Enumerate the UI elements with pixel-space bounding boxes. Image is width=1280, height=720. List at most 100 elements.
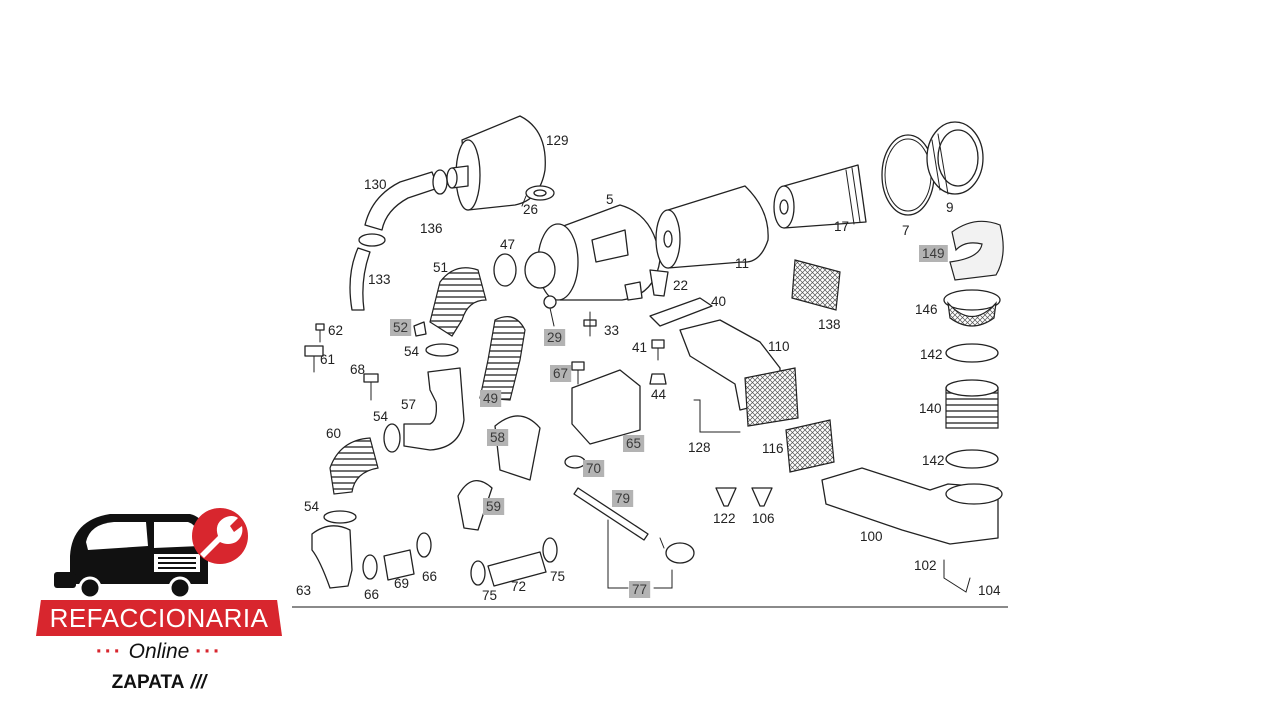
callout-label: 49 [483, 391, 498, 406]
callout-label: 62 [328, 323, 343, 338]
callout-67: 67 [550, 365, 572, 382]
callout-65: 65 [623, 435, 645, 452]
callout-label: 110 [768, 339, 790, 354]
callout-5: 5 [606, 192, 614, 207]
part-75-clamp-b [542, 537, 558, 563]
part-41-bolt [651, 339, 665, 361]
part-7-ring [881, 134, 935, 216]
callout-60: 60 [326, 426, 341, 441]
part-59-elbow [457, 480, 493, 531]
callout-highlight [483, 498, 505, 515]
part-68-bolt [363, 373, 379, 401]
callout-label: 68 [350, 362, 365, 377]
callout-11: 11 [735, 256, 749, 271]
callout-label: 63 [296, 583, 311, 598]
callout-label: 149 [922, 246, 945, 261]
callout-label: 58 [490, 430, 505, 445]
callout-22: 22 [673, 278, 688, 293]
callout-highlight [583, 460, 605, 477]
callout-label: 72 [511, 579, 526, 594]
callout-label: 54 [304, 499, 320, 514]
callout-label: 116 [762, 441, 784, 456]
part-128-bracket [693, 399, 741, 433]
brand-logo: REFACCIONARIA ··· Online ··· ZAPATA/// [36, 500, 286, 710]
callout-highlight [480, 390, 502, 407]
callout-149: 149 [919, 245, 948, 262]
part-54-clamp-c [323, 510, 357, 524]
callout-116: 116 [762, 441, 784, 456]
callout-138: 138 [818, 317, 841, 332]
callout-label: 100 [860, 529, 883, 544]
callout-label: 69 [394, 576, 409, 591]
callout-142a: 142 [920, 347, 943, 362]
part-79-rod [573, 487, 649, 541]
part-67-bolt [571, 361, 585, 385]
part-17-safety-element [773, 164, 867, 229]
callout-label: 52 [393, 320, 408, 335]
part-58-duct [494, 415, 541, 481]
callout-label: 138 [818, 317, 841, 332]
callout-label: 61 [320, 352, 335, 367]
part-65-bracket [571, 369, 641, 445]
part-133-hose [349, 247, 371, 311]
callout-label: 29 [547, 330, 562, 345]
callout-label: 54 [373, 409, 389, 424]
callout-label: 65 [626, 436, 641, 451]
logo-online: ··· Online ··· [36, 640, 282, 664]
callout-79: 79 [612, 490, 634, 507]
callout-136: 136 [420, 221, 443, 236]
callout-75b: 75 [550, 569, 565, 584]
callout-44: 44 [651, 387, 667, 402]
callout-26: 26 [523, 202, 538, 217]
callout-62: 62 [328, 323, 343, 338]
part-129-precleaner [446, 115, 546, 211]
callout-label: 51 [433, 260, 448, 275]
part-102-bracket [943, 559, 971, 593]
callout-128: 128 [688, 440, 711, 455]
part-63-elbow [311, 525, 353, 589]
part-9-cover [926, 121, 984, 195]
callout-label: 129 [546, 133, 569, 148]
callout-69: 69 [394, 576, 409, 591]
callout-133: 133 [368, 272, 391, 287]
part-33-bolt [583, 311, 597, 337]
callout-59: 59 [483, 498, 505, 515]
part-44-nut [649, 373, 667, 385]
callout-label: 57 [401, 397, 416, 412]
callout-49: 49 [480, 390, 502, 407]
callout-106: 106 [752, 511, 775, 526]
callout-highlight [919, 245, 948, 262]
callout-146: 146 [915, 302, 938, 317]
callout-label: 130 [364, 177, 387, 192]
part-138-mesh [791, 259, 841, 311]
callout-label: 26 [523, 202, 538, 217]
callout-40: 40 [711, 294, 726, 309]
callout-9: 9 [946, 200, 954, 215]
callout-47: 47 [500, 237, 515, 252]
callout-label: 22 [673, 278, 688, 293]
callout-label: 136 [420, 221, 443, 236]
callout-highlight [550, 365, 572, 382]
part-100-duct [821, 467, 1003, 545]
callout-77: 77 [629, 581, 651, 598]
callout-58: 58 [487, 429, 509, 446]
callout-72: 72 [511, 579, 526, 594]
part-106-plug [751, 487, 773, 507]
part-11-filter-element [655, 185, 769, 269]
callout-label: 54 [404, 344, 420, 359]
callout-label: 5 [606, 192, 614, 207]
callout-label: 11 [735, 256, 749, 271]
callout-label: 142 [920, 347, 943, 362]
callout-label: 67 [553, 366, 568, 381]
callout-label: 59 [486, 499, 501, 514]
part-72-hose [487, 551, 547, 587]
callout-label: 44 [651, 387, 667, 402]
part-122-plug [715, 487, 737, 507]
callout-label: 102 [914, 558, 937, 573]
part-66-clamp-b [416, 532, 432, 558]
callout-54a: 54 [404, 344, 420, 359]
callout-label: 133 [368, 272, 391, 287]
callout-label: 75 [550, 569, 565, 584]
callout-104: 104 [978, 583, 1001, 598]
